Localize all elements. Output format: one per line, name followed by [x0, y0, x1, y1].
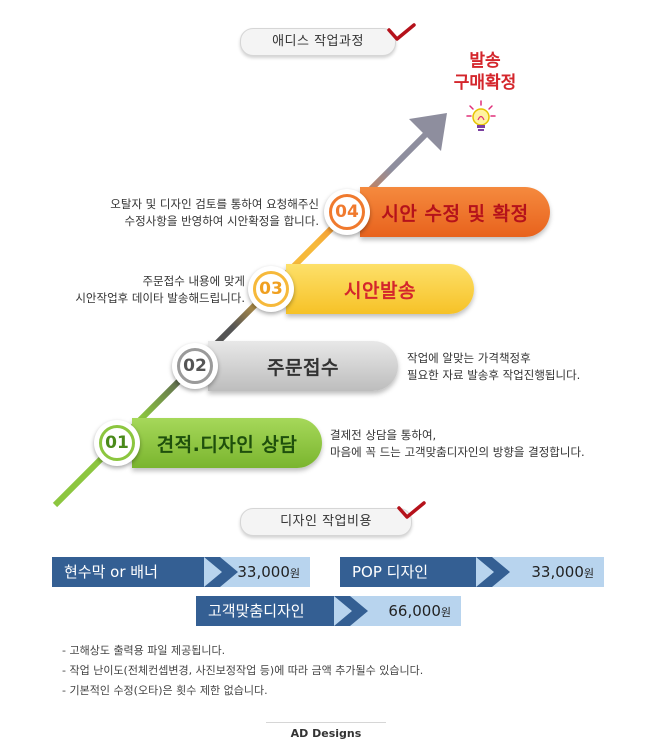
step-02-desc-line-1: 작업에 알맞는 가격책정후	[407, 351, 531, 365]
step-03-desc-line-1: 주문접수 내용에 맞게	[142, 274, 245, 288]
price-unit: 원	[289, 567, 300, 580]
step-01-number: 01	[99, 425, 135, 461]
note-line-1: - 고해상도 출력용 파일 제공됩니다.	[62, 644, 226, 657]
price-item-pop-price: 33,000원	[531, 557, 594, 589]
step-02-desc-line-2: 필요한 자료 발송후 작업진행됩니다.	[407, 368, 581, 382]
price-value: 33,000	[237, 563, 290, 581]
step-01-desc-line-1: 결제전 상담을 통하여,	[330, 428, 437, 442]
price-item-custom: 고객맞춤디자인 66,000원	[196, 596, 461, 626]
price-value: 33,000	[531, 563, 584, 581]
step-04-label: 시안 수정 및 확정	[381, 202, 529, 225]
process-title-text: 애디스 작업과정	[272, 34, 364, 49]
step-04-desc-line-2: 수정사항을 반영하여 시안확정을 합니다.	[124, 214, 319, 228]
step-03-badge: 03	[248, 266, 294, 312]
price-item-banner-label: 현수막 or 배너	[52, 557, 204, 587]
step-03-desc-line-2: 시안작업후 데이타 발송해드립니다.	[75, 291, 245, 305]
step-01-description: 결제전 상담을 통하여, 마음에 꼭 드는 고객맞춤디자인의 방향을 결정합니다…	[330, 427, 585, 461]
cost-title-text: 디자인 작업비용	[280, 514, 372, 529]
price-item-banner: 현수막 or 배너 33,000원	[52, 557, 310, 587]
note-line-3: - 기본적인 수정(오타)은 횟수 제한 없습니다.	[62, 684, 268, 697]
price-item-pop-label: POP 디자인	[340, 557, 476, 587]
checkmark-icon	[387, 23, 416, 41]
step-02-description: 작업에 알맞는 가격책정후 필요한 자료 발송후 작업진행됩니다.	[407, 350, 580, 384]
step-01-label: 견적.디자인 상담	[156, 433, 298, 456]
chevron-right-icon	[334, 596, 368, 626]
step-04-description: 오탈자 및 디자인 검토를 통하여 요청해주신 수정사항을 반영하여 시안확정을…	[110, 196, 319, 230]
logo-text: AD Designs	[290, 727, 362, 740]
step-02-badge: 02	[172, 343, 218, 389]
arrow-head-icon	[409, 113, 447, 151]
step-01-desc-line-2: 마음에 꼭 드는 고객맞춤디자인의 방향을 결정합니다.	[330, 445, 585, 459]
price-item-banner-price: 33,000원	[237, 557, 300, 589]
price-unit: 원	[583, 567, 594, 580]
process-section-title: 애디스 작업과정	[240, 28, 396, 56]
chevron-right-icon	[476, 557, 510, 587]
step-02-label: 주문접수	[267, 356, 339, 379]
step-01-bar: 견적.디자인 상담	[132, 418, 322, 468]
cost-notes: - 고해상도 출력용 파일 제공됩니다. - 작업 난이도(전체컨셉변경, 사진…	[62, 641, 423, 701]
goal-line-1: 발송	[469, 51, 501, 71]
price-item-custom-price: 66,000원	[388, 596, 451, 628]
cost-section-title: 디자인 작업비용	[240, 508, 412, 536]
checkmark-icon	[397, 501, 426, 519]
step-03-description: 주문접수 내용에 맞게 시안작업후 데이타 발송해드립니다.	[75, 273, 245, 307]
step-02-bar: 주문접수	[208, 341, 398, 391]
step-03-label: 시안발송	[344, 279, 416, 302]
step-02-number: 02	[177, 348, 213, 384]
price-item-custom-label: 고객맞춤디자인	[196, 596, 334, 626]
note-line-2: - 작업 난이도(전체컨셉변경, 사진보정작업 등)에 따라 금액 추가될수 있…	[62, 664, 424, 677]
step-04-badge: 04	[324, 189, 370, 235]
step-04-bar: 시안 수정 및 확정	[360, 187, 550, 237]
step-04-desc-line-1: 오탈자 및 디자인 검토를 통하여 요청해주신	[110, 197, 319, 211]
chevron-right-icon	[204, 557, 238, 587]
goal-label: 발송 구매확정	[420, 50, 550, 94]
price-unit: 원	[440, 606, 451, 619]
step-03-bar: 시안발송	[286, 264, 474, 314]
step-03-number: 03	[253, 271, 289, 307]
lightbulb-icon	[466, 100, 496, 131]
price-item-pop: POP 디자인 33,000원	[340, 557, 604, 587]
step-04-number: 04	[329, 194, 365, 230]
footer-logo: AD Designs	[0, 722, 652, 740]
goal-line-2: 구매확정	[453, 73, 517, 93]
price-value: 66,000	[388, 602, 441, 620]
step-01-badge: 01	[94, 420, 140, 466]
